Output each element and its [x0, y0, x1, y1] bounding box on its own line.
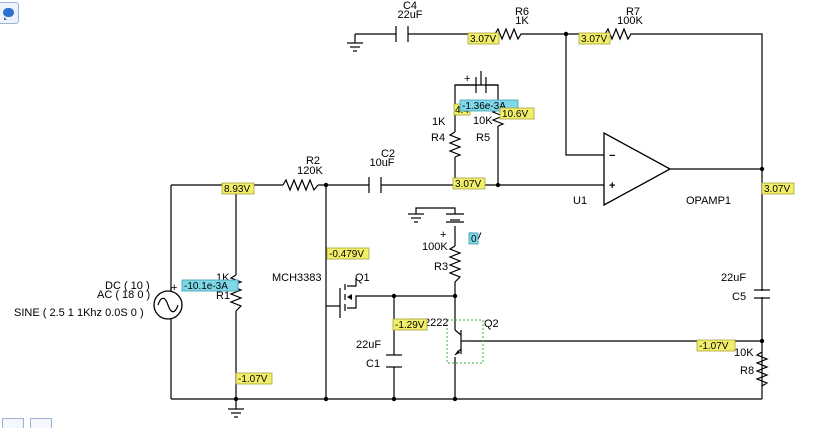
probe-dc[interactable]: 0: [468, 232, 479, 245]
capacitor-c4[interactable]: C4 22uF: [395, 0, 423, 42]
c5-name: C5: [732, 291, 746, 303]
q1-name: Q1: [355, 272, 370, 284]
probe-r7-left[interactable]: 3.07V: [578, 32, 611, 45]
c1-value: 22uF: [356, 339, 381, 351]
mosfet-q1[interactable]: MCH3383 Q1: [272, 272, 370, 318]
dc-plus: +: [440, 229, 446, 241]
chat-button[interactable]: [0, 2, 19, 24]
probe-input[interactable]: 8.93V: [221, 182, 255, 195]
probe-i-source[interactable]: -10.1e-3A: [181, 279, 239, 292]
r8-name: R8: [740, 365, 754, 377]
probe-output[interactable]: 3.07V: [761, 182, 795, 195]
r5-value: 10K: [473, 115, 493, 127]
probe-r6-left[interactable]: 3.07V: [467, 32, 500, 45]
ac-ac-label: AC ( 18 0 ): [97, 289, 150, 301]
svg-text:10.6V: 10.6V: [502, 109, 528, 120]
svg-text:8.93V: 8.93V: [224, 184, 250, 195]
r4-name: R4: [431, 132, 445, 144]
r7-value: 100K: [617, 15, 643, 27]
svg-text:3.07V: 3.07V: [764, 184, 790, 195]
ac-sine-label: SINE ( 2.5 1 1Khz 0.0S 0 ): [14, 307, 144, 319]
resistor-r7[interactable]: R7 100K: [604, 6, 644, 41]
ground-symbol-dc[interactable]: [408, 210, 424, 223]
svg-text:-1.36e-3A: -1.36e-3A: [462, 101, 506, 112]
c4-name: C4: [403, 0, 417, 12]
junction-dots: [233, 31, 765, 402]
ground-symbol-top[interactable]: [347, 42, 363, 52]
probe-u1-plus[interactable]: 3.07V: [452, 177, 486, 190]
resistor-r8[interactable]: 10K R8: [734, 347, 769, 387]
svg-text:-1.07V: -1.07V: [238, 374, 268, 385]
r2-name: R2: [306, 155, 320, 167]
r3-name: R3: [434, 261, 448, 273]
r3-value: 100K: [422, 241, 448, 253]
ground-symbol-bottom[interactable]: [228, 408, 244, 418]
capacitor-c1[interactable]: 22uF C1: [356, 339, 402, 370]
r2-value: 120K: [297, 165, 323, 177]
u1-name: U1: [573, 195, 587, 207]
r6-value: 1K: [515, 15, 529, 27]
svg-text:-10.1e-3A: -10.1e-3A: [184, 281, 228, 292]
u1-plus: +: [609, 180, 615, 192]
resistor-r2[interactable]: R2 120K: [282, 155, 324, 192]
r7-name: R7: [626, 6, 640, 18]
ac-source[interactable]: + DC ( 10 ) AC ( 18 0 ) SINE ( 2.5 1 1Kh…: [14, 280, 183, 320]
capacitor-c2[interactable]: C2 10uF: [368, 148, 395, 193]
q1-type: MCH3383: [272, 272, 322, 284]
capacitor-c5[interactable]: 22uF C5: [721, 272, 772, 303]
probe-q2-base[interactable]: -1.29V: [392, 318, 428, 331]
svg-text:-0.479V: -0.479V: [329, 249, 364, 260]
svg-text:3.07V: 3.07V: [455, 179, 481, 190]
probe-v-r5[interactable]: 10.6V: [499, 107, 535, 120]
bottom-tab-1[interactable]: [2, 418, 24, 428]
r5-name: R5: [476, 132, 490, 144]
c3-plus: +: [464, 73, 470, 85]
probe-r8-top[interactable]: -1.07V: [696, 339, 736, 352]
resistor-r3[interactable]: 100K R3: [422, 241, 462, 283]
chat-bubble-icon: [3, 8, 14, 20]
bottom-tab-2[interactable]: [30, 418, 52, 428]
c4-value: 22uF: [397, 9, 422, 21]
svg-text:-1.07V: -1.07V: [699, 341, 729, 352]
resistor-r6[interactable]: R6 1K: [494, 6, 529, 41]
c1-name: C1: [366, 358, 380, 370]
probe-r1-bottom[interactable]: -1.07V: [235, 372, 273, 385]
opamp-u1[interactable]: − + U1 OPAMP1: [573, 131, 731, 207]
selection-box: [446, 319, 484, 364]
r8-value: 10K: [734, 347, 754, 359]
wires: [170, 33, 763, 409]
sine-wave-icon: [157, 297, 179, 313]
c5-value: 22uF: [721, 272, 746, 284]
svg-text:-1.29V: -1.29V: [395, 320, 425, 331]
r6-name: R6: [515, 6, 529, 18]
probe-i-r4[interactable]: -1.36e-3A: [459, 99, 519, 112]
r4-value: 1K: [432, 116, 446, 128]
r1-name: R1: [216, 290, 230, 302]
ac-plus: +: [171, 282, 177, 294]
probe-q1-drain[interactable]: -0.479V: [326, 247, 370, 260]
capacitor-c3[interactable]: +: [464, 73, 487, 93]
resistor-r5[interactable]: 10K R5: [473, 100, 505, 144]
svg-text:0: 0: [471, 234, 477, 245]
u1-minus: −: [609, 150, 615, 162]
u1-type: OPAMP1: [686, 195, 731, 207]
svg-text:3.07V: 3.07V: [581, 34, 607, 45]
q2-name: Q2: [484, 318, 499, 330]
c2-value: 10uF: [369, 157, 394, 169]
resistor-r4[interactable]: 1K R4: [431, 116, 462, 158]
svg-text:3.07V: 3.07V: [470, 34, 496, 45]
ac-dc-label: DC ( 10 ): [105, 280, 150, 292]
c2-name: C2: [381, 148, 395, 160]
